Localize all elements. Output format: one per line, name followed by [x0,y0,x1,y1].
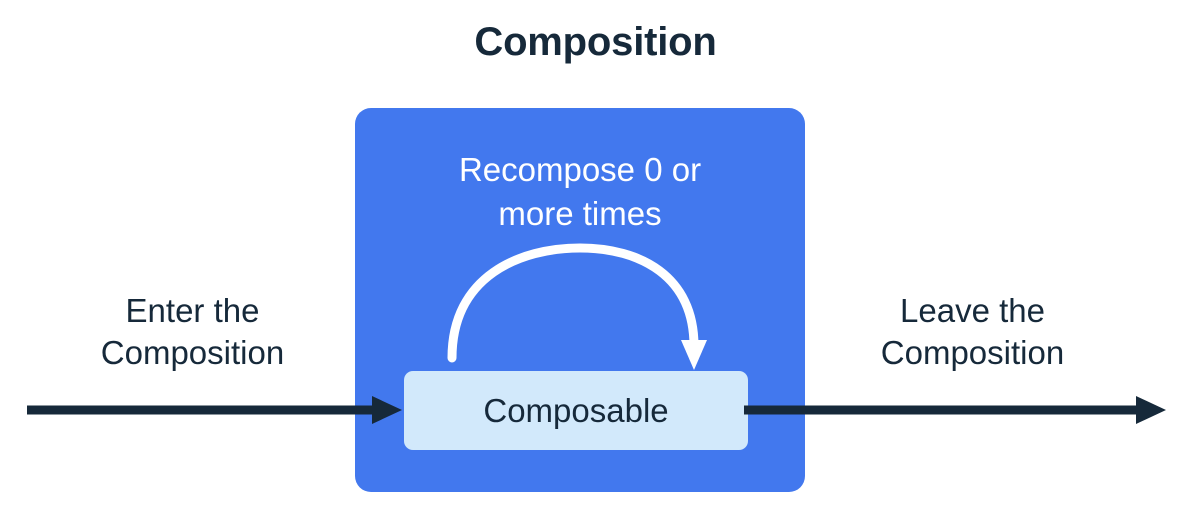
page-title: Composition [474,20,717,64]
composable-node[interactable]: Composable [404,371,748,450]
recompose-label: Recompose 0 or more times [458,151,702,232]
leave-composition-arrow-icon [744,396,1166,424]
composable-label: Composable [483,392,669,429]
enter-composition-label: Enter the Composition [100,292,285,372]
leave-composition-label: Leave the Composition [880,292,1065,372]
enter-composition-arrow-icon [27,396,402,424]
